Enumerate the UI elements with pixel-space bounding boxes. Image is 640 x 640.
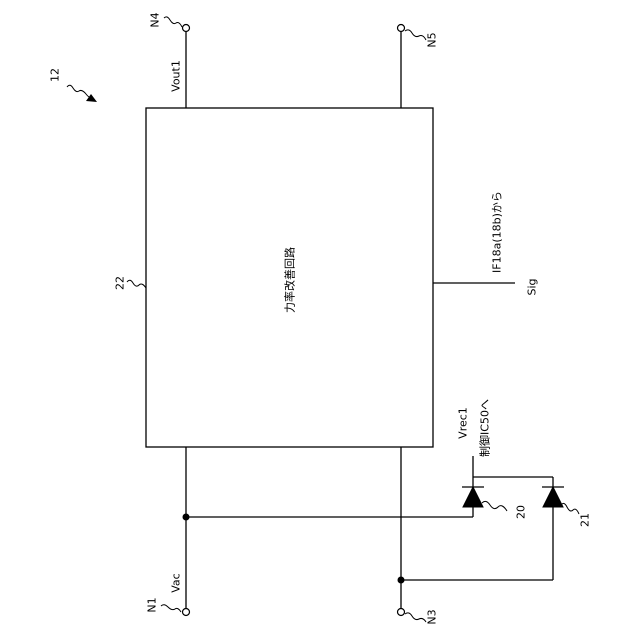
terminal-n5-label: N5 xyxy=(426,32,439,47)
diode-21-symbol xyxy=(543,487,563,507)
terminal-n3-leader xyxy=(405,613,426,622)
terminal-n1-leader xyxy=(161,605,181,612)
figure-ref-leader xyxy=(67,85,92,97)
vrec1-label: Vrec1 xyxy=(457,407,470,439)
terminal-n5 xyxy=(398,25,405,32)
diode-20-ref: 20 xyxy=(515,505,528,519)
diode-21-ref: 21 xyxy=(579,513,592,527)
terminal-n4-label: N4 xyxy=(149,12,162,27)
terminal-n1-label: N1 xyxy=(146,597,159,612)
terminal-n4-leader xyxy=(164,17,182,27)
terminal-n3-label: N3 xyxy=(426,609,439,624)
diode-21-leader xyxy=(561,503,579,514)
figure-ref-label: 12 xyxy=(49,68,62,82)
sig-label: Sig xyxy=(526,278,539,295)
pfc-block-leader xyxy=(127,280,146,288)
vac-label: Vac xyxy=(170,573,183,592)
terminal-n1 xyxy=(183,609,190,616)
terminal-n5-leader xyxy=(405,30,426,40)
sig-source-label: IF18a(18b)から xyxy=(491,191,504,273)
terminal-n4 xyxy=(183,25,190,32)
vout1-label: Vout1 xyxy=(170,60,183,92)
diode-20-symbol xyxy=(463,487,483,507)
terminal-n3 xyxy=(398,609,405,616)
diode-20-leader xyxy=(482,501,507,511)
vrec1-destination-label: 制御IC50へ xyxy=(478,399,492,457)
pfc-block-name: 力率改善回路 xyxy=(283,247,297,313)
pfc-block-ref: 22 xyxy=(114,276,127,290)
junction-dot-vac xyxy=(183,514,190,521)
junction-dot-n3 xyxy=(398,577,405,584)
